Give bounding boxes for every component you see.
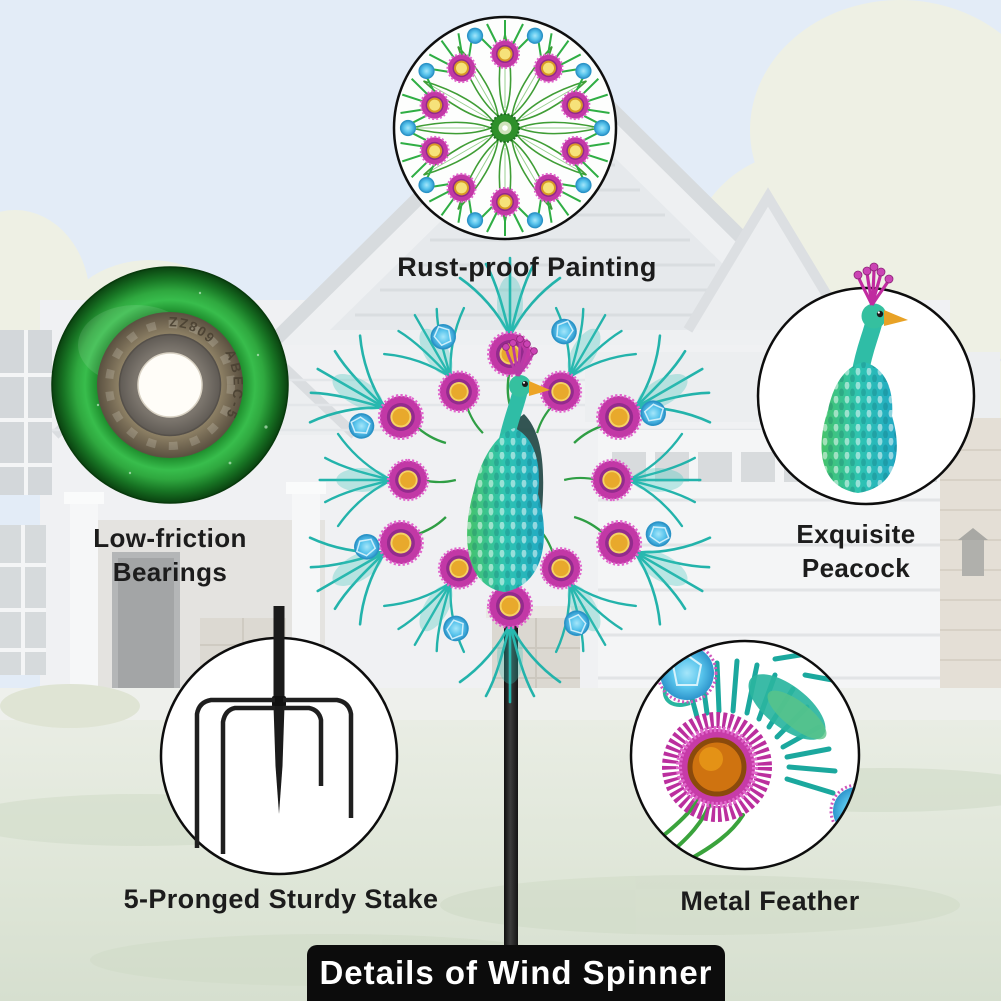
spinner-front-view-illustration	[392, 15, 618, 241]
callout-rust-proof-painting	[390, 13, 620, 243]
callout-metal-feather	[628, 638, 862, 872]
ground-stake-illustration	[159, 606, 399, 876]
banner-details-of-wind-spinner: Details of Wind Spinner	[307, 945, 725, 1001]
flower-bed	[0, 684, 140, 728]
ball-bearing-illustration: 608ZZ ABEC-5	[51, 266, 289, 504]
peacock-figurine-illustration	[756, 262, 976, 506]
label-low-friction-bearings: Low-friction Bearings	[93, 523, 247, 587]
peacock-head	[509, 375, 531, 397]
label-rust-proof-painting: Rust-proof Painting	[397, 252, 657, 282]
peacock-beak	[529, 381, 550, 396]
banner-title: Details of Wind Spinner	[319, 954, 713, 991]
stake	[194, 606, 354, 854]
label-5-pronged-sturdy-stake: 5-Pronged Sturdy Stake	[123, 884, 439, 914]
figurine-eye	[876, 310, 884, 318]
peacock-eye	[522, 381, 528, 387]
label-metal-feather: Metal Feather	[680, 886, 860, 916]
bearing-bore	[137, 352, 203, 418]
center-peacock	[467, 335, 550, 592]
hub	[490, 113, 520, 143]
label-exquisite-peacock: Exquisite Peacock	[796, 519, 916, 583]
callout-exquisite-peacock	[756, 262, 976, 506]
figurine-beak	[884, 310, 908, 326]
figurine-head	[861, 303, 887, 329]
feather-eye	[662, 712, 772, 822]
callout-stake	[158, 606, 400, 877]
metal-feather-illustration	[629, 639, 861, 871]
porch-lamp	[962, 540, 984, 576]
figurine-peacock	[821, 262, 908, 493]
peacock-wind-spinner	[291, 256, 729, 704]
callout-bearing: 608ZZ ABEC-5	[50, 265, 290, 505]
